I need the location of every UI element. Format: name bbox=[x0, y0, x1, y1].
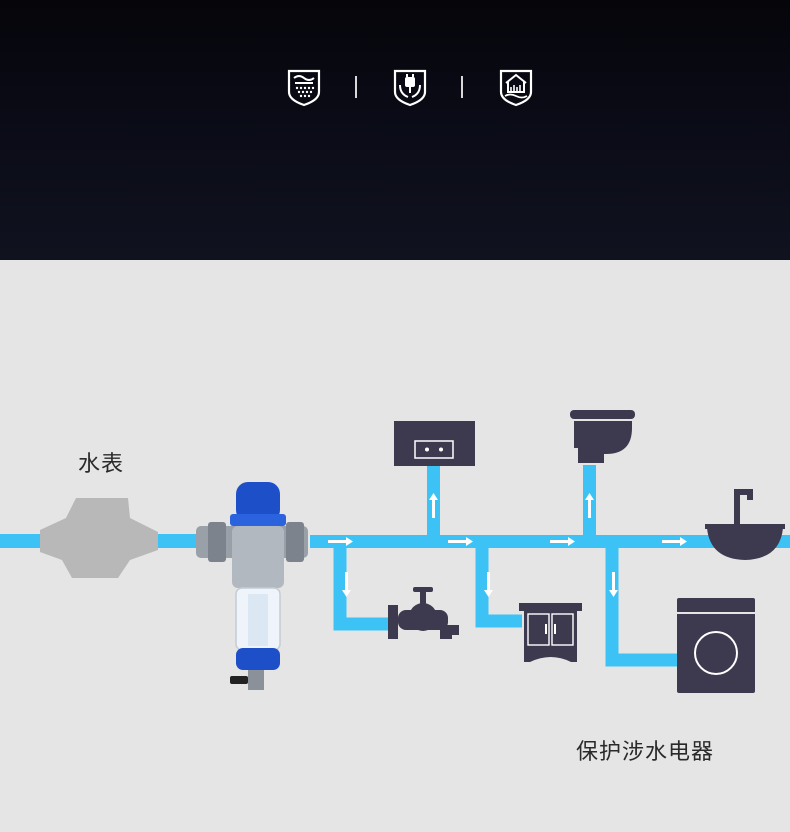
water-meter bbox=[0, 498, 198, 578]
plug-hands-icon bbox=[393, 69, 427, 107]
washing-machine-icon bbox=[677, 598, 755, 693]
pre-filter bbox=[196, 482, 308, 690]
pipe-to-cabinet bbox=[475, 542, 522, 628]
flow-arrows-up bbox=[429, 493, 594, 518]
separator bbox=[461, 76, 463, 98]
flow-arrows-down bbox=[342, 572, 618, 597]
faucet-icon bbox=[388, 587, 459, 639]
water-heater-icon bbox=[394, 421, 475, 466]
plumbing-diagram bbox=[0, 410, 790, 693]
sink-icon bbox=[705, 489, 785, 560]
house-water-icon bbox=[499, 69, 533, 107]
shower-icon bbox=[287, 69, 321, 107]
toilet-icon bbox=[570, 410, 635, 463]
header-band bbox=[0, 0, 790, 260]
protect-appliances-label: 保护涉水电器 bbox=[576, 740, 715, 765]
water-meter-label: 水表 bbox=[78, 452, 125, 477]
pipe-to-faucet bbox=[333, 542, 388, 631]
separator bbox=[355, 76, 357, 98]
flow-arrows-right bbox=[328, 537, 687, 546]
cabinet-icon bbox=[519, 603, 582, 662]
pipe-to-washer bbox=[605, 542, 680, 667]
